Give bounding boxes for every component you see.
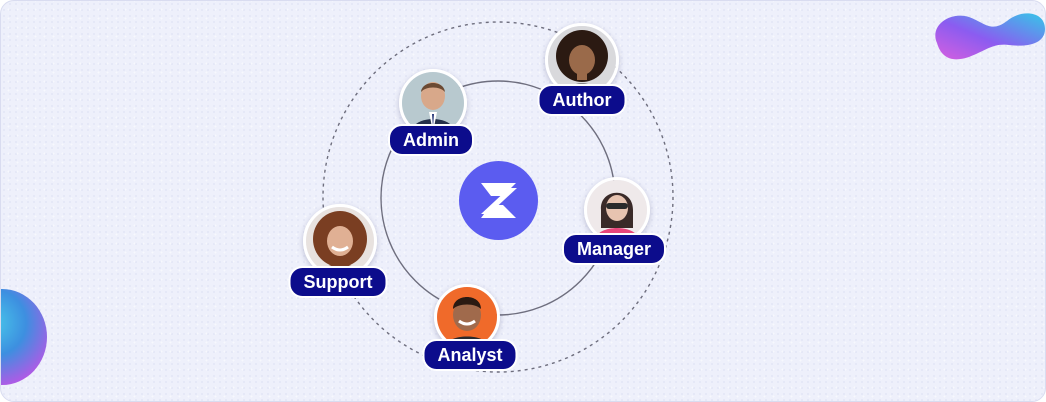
person-avatar-icon — [437, 287, 497, 347]
decorative-blob-top-right — [935, 13, 1045, 60]
person-avatar-icon — [402, 72, 464, 134]
person-avatar-icon — [587, 180, 647, 240]
role-label-analyst: Analyst — [424, 341, 516, 369]
role-label-author: Author — [539, 86, 625, 114]
role-label-admin: Admin — [390, 126, 472, 154]
z-logo-icon — [459, 161, 538, 240]
outer-orbit-ring — [322, 21, 674, 373]
person-avatar-icon — [306, 207, 374, 275]
role-label-manager: Manager — [563, 235, 665, 263]
analyst-avatar — [434, 284, 500, 350]
person-avatar-icon — [548, 26, 616, 94]
manager-avatar — [584, 177, 650, 243]
support-avatar — [303, 204, 377, 278]
role-label-support: Support — [290, 268, 386, 296]
